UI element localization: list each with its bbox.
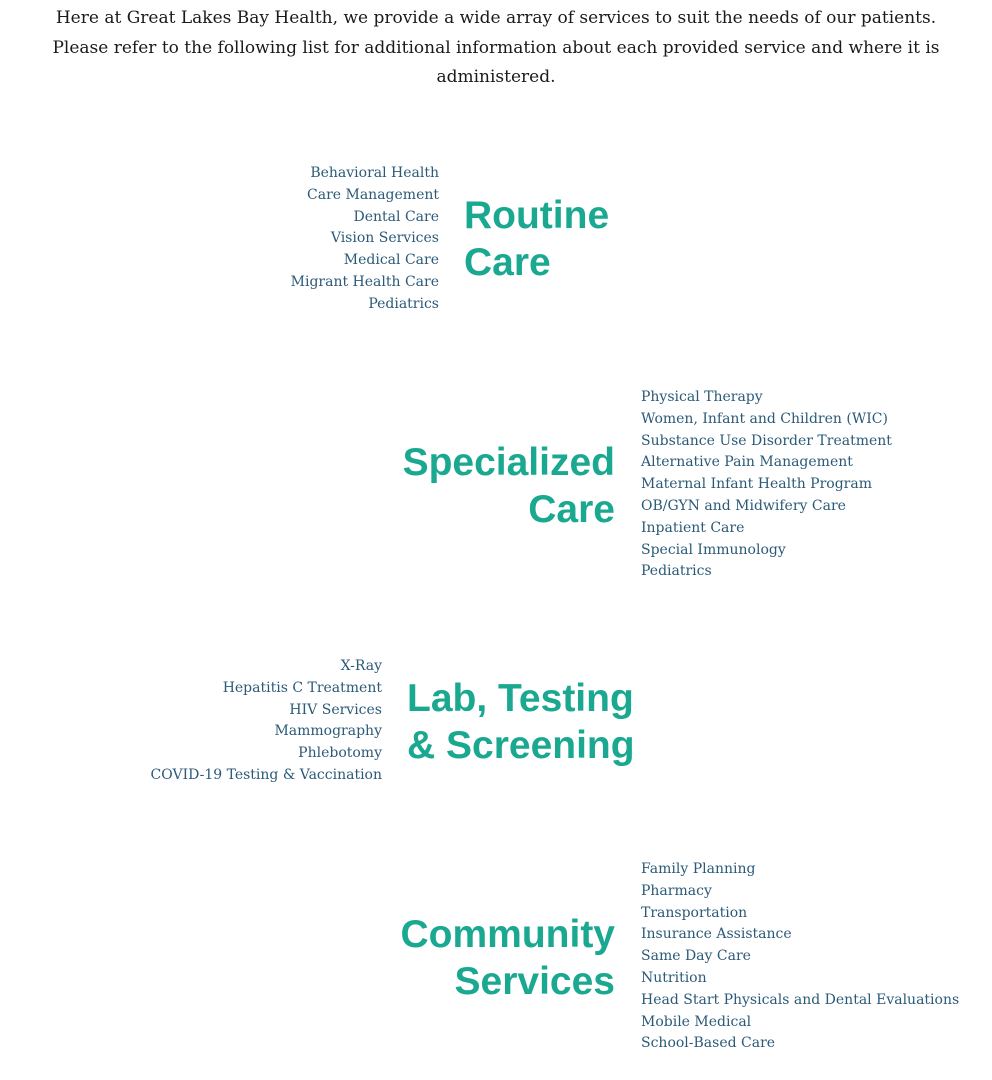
heading-line: Services bbox=[454, 959, 615, 1003]
service-item: Phlebotomy bbox=[298, 745, 382, 762]
service-item: Inpatient Care bbox=[641, 519, 745, 536]
service-item: X-Ray bbox=[340, 658, 382, 674]
service-item: Substance Use Disorder Treatment bbox=[641, 432, 892, 449]
heading-line: & Screening bbox=[407, 723, 635, 767]
heading-line: Care bbox=[528, 487, 615, 531]
service-item: HIV Services bbox=[289, 701, 382, 718]
service-item: Hepatitis C Treatment bbox=[222, 679, 382, 696]
service-item: Migrant Health Care bbox=[290, 273, 439, 290]
heading-line: Routine bbox=[464, 194, 610, 237]
service-item: Alternative Pain Management bbox=[641, 454, 853, 471]
service-item: Physical Therapy bbox=[641, 389, 763, 405]
service-item: School-Based Care bbox=[641, 1035, 776, 1052]
service-item: Medical Care bbox=[343, 252, 439, 269]
service-item: Behavioral Health bbox=[310, 165, 439, 181]
service-item: OB/GYN and Midwifery Care bbox=[641, 497, 846, 514]
service-item: Head Start Physicals and Dental Evaluati… bbox=[641, 991, 960, 1008]
service-item: Nutrition bbox=[641, 969, 707, 986]
routine-care-heading: Routine Care bbox=[464, 193, 609, 286]
community-services-heading: Community Services bbox=[401, 912, 616, 1005]
lab-testing-heading: Lab, Testing & Screening bbox=[407, 676, 635, 769]
service-item: Mammography bbox=[274, 723, 382, 740]
service-item: Family Planning bbox=[641, 861, 756, 877]
service-item: Mobile Medical bbox=[641, 1013, 752, 1030]
service-item: Vision Services bbox=[330, 230, 439, 247]
heading-line: Care bbox=[464, 240, 551, 284]
service-item: Transportation bbox=[641, 904, 748, 921]
specialized-care-heading: Specialized Care bbox=[403, 440, 615, 533]
service-item: Insurance Assistance bbox=[641, 926, 792, 943]
heading-line: Community bbox=[400, 913, 616, 956]
heading-line: Specialized bbox=[402, 441, 615, 484]
service-item: Special Immunology bbox=[641, 541, 786, 558]
service-item: Care Management bbox=[307, 186, 439, 203]
intro-paragraph: Here at Great Lakes Bay Health, we provi… bbox=[52, 8, 940, 87]
service-item: Dental Care bbox=[353, 208, 439, 225]
service-item: Pharmacy bbox=[641, 882, 712, 899]
service-item: COVID-19 Testing & Vaccination bbox=[150, 766, 382, 783]
heading-line: Lab, Testing bbox=[407, 677, 634, 720]
service-item: Pediatrics bbox=[368, 295, 439, 312]
service-item: Pediatrics bbox=[641, 563, 712, 580]
service-item: Maternal Infant Health Program bbox=[641, 476, 872, 493]
service-item: Women, Infant and Children (WIC) bbox=[641, 410, 888, 427]
service-item: Same Day Care bbox=[641, 948, 751, 965]
